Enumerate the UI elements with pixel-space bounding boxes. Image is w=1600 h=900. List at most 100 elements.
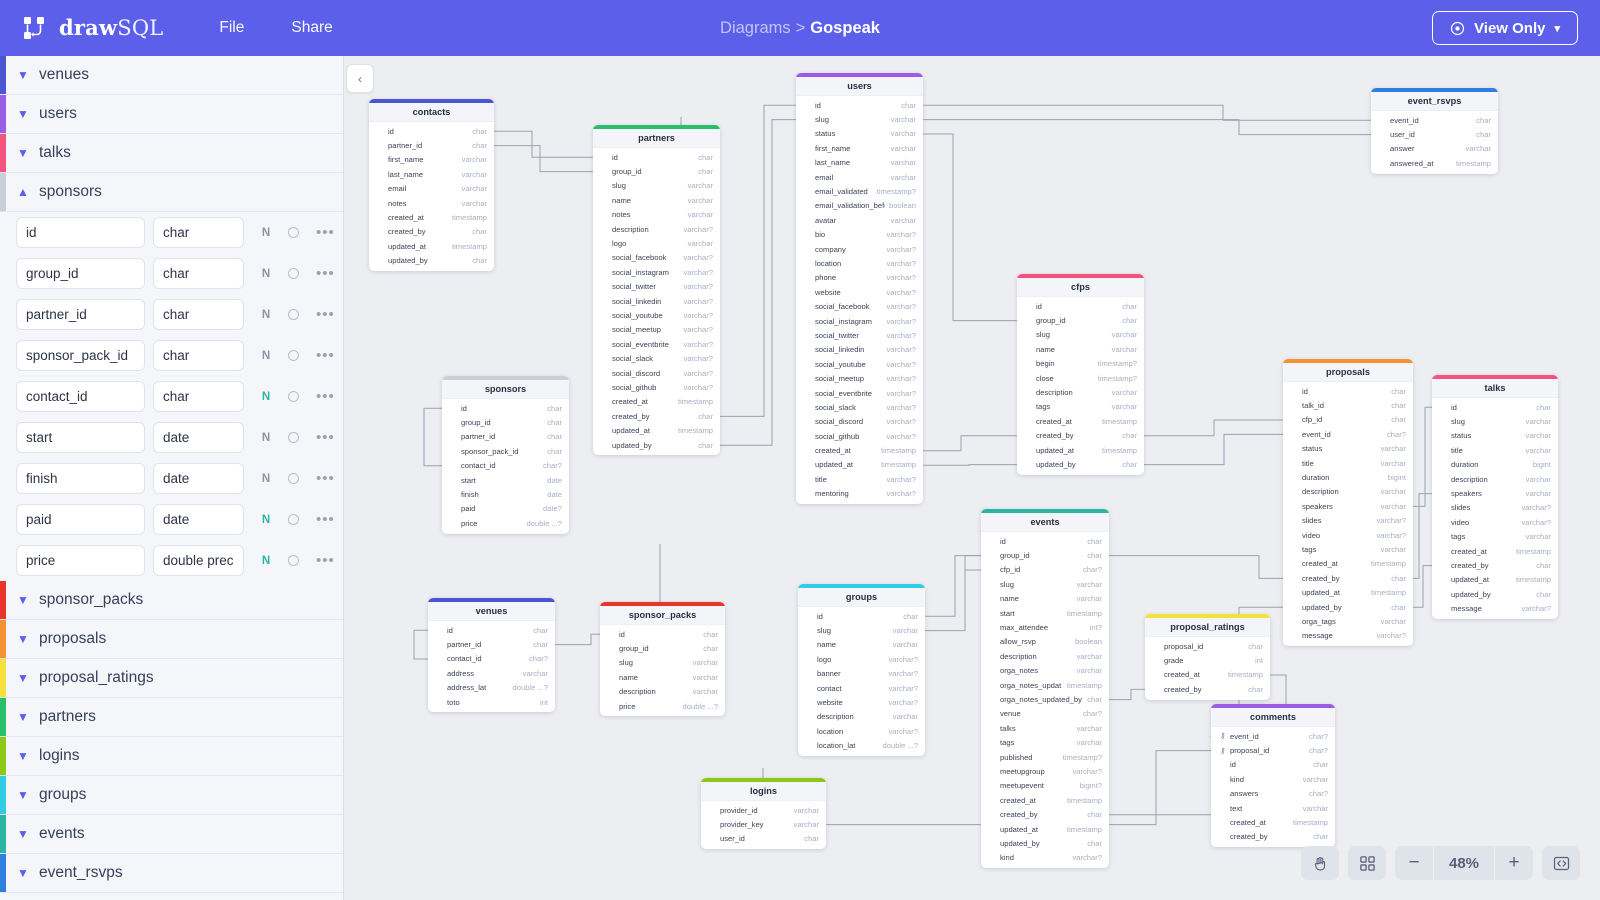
export-code-button[interactable] [1542,846,1580,880]
column-type-input[interactable]: char [153,258,244,289]
primary-key-radio[interactable] [288,227,299,238]
primary-key-radio[interactable] [288,555,299,566]
not-null-toggle[interactable]: N [261,349,271,362]
sidebar-table-venues[interactable]: ▼venues [0,56,343,95]
column-type-input[interactable]: char [153,217,244,248]
column-menu-button[interactable]: ••• [316,224,335,241]
chevron-down-icon[interactable]: ▼ [17,593,29,607]
column-type-input[interactable]: char [153,299,244,330]
column-menu-button[interactable]: ••• [316,388,335,405]
not-null-toggle[interactable]: N [261,513,271,526]
column-menu-button[interactable]: ••• [316,470,335,487]
column-name-input[interactable]: paid [16,504,145,535]
sidebar-table-talks[interactable]: ▼talks [0,134,343,173]
not-null-toggle[interactable]: N [261,226,271,239]
primary-key-radio[interactable] [288,514,299,525]
chevron-down-icon[interactable]: ▼ [17,68,29,82]
collapse-sidebar-button[interactable]: ‹ [346,64,374,93]
chevron-down-icon[interactable]: ▼ [17,749,29,763]
chevron-down-icon[interactable]: ▼ [17,827,29,841]
column-name-input[interactable]: start [16,422,145,453]
not-null-toggle[interactable]: N [261,308,271,321]
logo[interactable]: drawSQL [22,15,163,41]
zoom-in-button[interactable]: + [1508,852,1520,873]
sidebar-table-logins[interactable]: ▼logins [0,737,343,776]
sidebar-table-sponsor_packs[interactable]: ▼sponsor_packs [0,581,343,620]
chevron-down-icon[interactable]: ▼ [17,788,29,802]
column-menu-button[interactable]: ••• [316,265,335,282]
column-menu-button[interactable]: ••• [316,552,335,569]
primary-key-radio[interactable] [288,432,299,443]
sidebar-table-partners[interactable]: ▼partners [0,698,343,737]
